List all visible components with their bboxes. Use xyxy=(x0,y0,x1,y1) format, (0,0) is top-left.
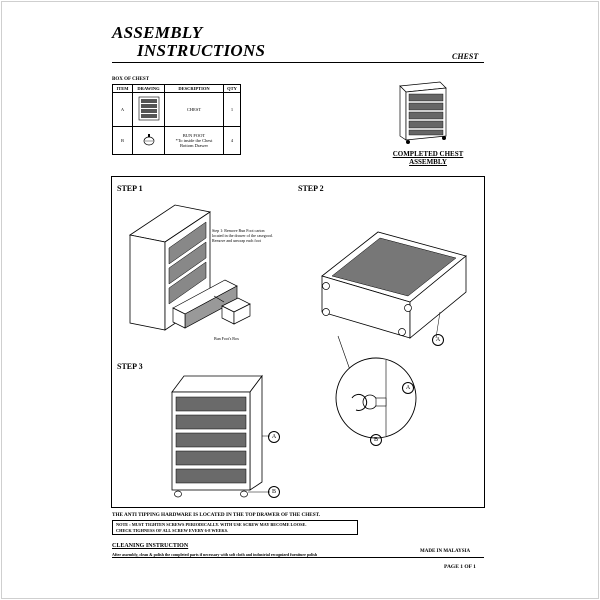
bun-foot-box-label: Bun Foot's Box xyxy=(214,336,239,341)
col-qty: QTY xyxy=(223,84,241,93)
step2-callout-a: A xyxy=(432,334,444,346)
bun-foot-icon xyxy=(143,134,154,146)
row-b-desc-note-2: Bottom Drawer xyxy=(179,143,209,148)
header-rule xyxy=(112,62,484,63)
page-number: PAGE 1 OF 1 xyxy=(444,564,476,570)
step1-illustration xyxy=(128,204,238,331)
row-b-desc-main: BUN FOOT xyxy=(182,133,206,138)
table-row: B BUN FOOT *To inside the Chest Bottom D… xyxy=(112,126,241,155)
col-description: DESCRIPTION xyxy=(164,84,224,93)
completed-caption: COMPLETED CHEST ASSEMBLY xyxy=(372,150,484,166)
completed-line-2: ASSEMBLY xyxy=(409,158,447,166)
row-a-item: A xyxy=(112,92,133,127)
col-drawing: DRAWING xyxy=(132,84,165,93)
anti-tipping-notice: THE ANTI TIPPING HARDWARE IS LOCATED IN … xyxy=(112,512,320,518)
rotate-arrow-icon xyxy=(351,394,368,411)
cleaning-text: After assembly, clean & polish the compl… xyxy=(112,552,318,557)
completed-chest-illustration xyxy=(399,81,447,144)
row-b-description: BUN FOOT *To inside the Chest Bottom Dra… xyxy=(164,126,224,155)
footer-rule xyxy=(112,557,484,558)
parts-table: ITEM DRAWING DESCRIPTION QTY A CHEST 1 B xyxy=(112,84,241,155)
row-a-qty: 1 xyxy=(223,92,241,127)
step1-text-2: located in the drawer of the casegood. xyxy=(212,233,273,238)
note-line-1: NOTE : MUST TIGHTEN SCREWS PERIODICALLY.… xyxy=(116,522,307,527)
row-b-qty: 4 xyxy=(223,126,241,155)
step2-detail-callout-a: A xyxy=(402,382,414,394)
title-line-1: ASSEMBLY xyxy=(112,23,203,42)
note-line-2: CHECK TIGHNESS OF ALL SCREW EVERY 6-8 WE… xyxy=(116,527,229,533)
steps-panel xyxy=(111,176,485,508)
row-b-drawing xyxy=(132,126,165,155)
table-row: A CHEST 1 xyxy=(112,92,241,127)
step2-detail-magnifier xyxy=(335,335,417,439)
maintenance-note: NOTE : MUST TIGHTEN SCREWS PERIODICALLY.… xyxy=(112,520,358,535)
bun-foot-box-drawing xyxy=(213,295,251,325)
step3-illustration xyxy=(171,374,270,498)
completed-line-1: COMPLETED CHEST xyxy=(392,150,464,158)
chest-thumbnail-icon xyxy=(138,96,159,121)
row-a-drawing xyxy=(132,92,165,127)
step2-label: STEP 2 xyxy=(298,184,324,193)
step3-label: STEP 3 xyxy=(117,362,143,371)
row-b-desc-note-1: *To inside the Chest xyxy=(175,138,213,143)
step1-text-1: Step 1: Remove Bun Foot carton xyxy=(212,228,265,233)
product-label: CHEST xyxy=(452,52,479,61)
row-a-description: CHEST xyxy=(164,92,224,127)
made-in-label: MADE IN MALAYSIA xyxy=(420,549,471,554)
step2-illustration xyxy=(321,231,467,339)
step3-callout-b: B xyxy=(268,486,280,498)
arrow-icon xyxy=(213,295,225,303)
step3-callout-a: A xyxy=(268,431,280,443)
step2-detail-callout-b: B xyxy=(370,434,382,446)
row-b-item: B xyxy=(112,126,133,155)
cleaning-heading: CLEANING INSTRUCTION xyxy=(112,543,189,549)
box-heading: BOX OF CHEST xyxy=(112,77,150,82)
title-line-2: INSTRUCTIONS xyxy=(137,41,266,60)
step1-instructions: Step 1: Remove Bun Foot carton located i… xyxy=(212,228,322,243)
step1-text-3: Remove and unwrap each foot xyxy=(212,238,261,243)
col-item: ITEM xyxy=(112,84,133,93)
step1-label: STEP 1 xyxy=(117,184,143,193)
